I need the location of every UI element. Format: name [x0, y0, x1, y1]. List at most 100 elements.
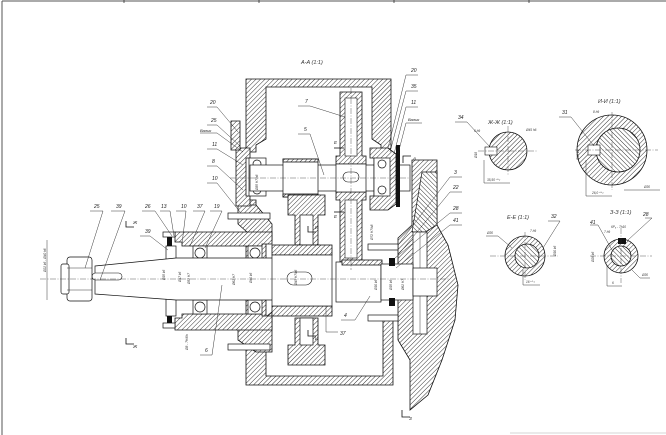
callouts-center: 7 5: [298, 99, 346, 176]
seal-left: [167, 236, 172, 246]
svg-text:25: 25: [93, 204, 100, 210]
svg-text:Ø45 k6: Ø45 k6: [576, 149, 580, 161]
svg-text:31: 31: [562, 110, 568, 116]
svg-text:Ø22 k6 - Ø40 h6: Ø22 k6 - Ø40 h6: [43, 248, 47, 273]
svg-text:Ø18: Ø18: [474, 152, 478, 159]
svg-text:5: 5: [304, 127, 307, 133]
svg-text:26,0⁺⁰·²: 26,0⁺⁰·²: [591, 191, 604, 195]
callouts-left-row: 25 39 26 13 10 37 19 39 6: [84, 204, 223, 356]
svg-text:Ж-Ж (1:1): Ж-Ж (1:1): [487, 120, 513, 126]
svg-text:Ø62 H7: Ø62 H7: [401, 279, 405, 291]
svg-text:Ø30 k6: Ø30 k6: [553, 245, 557, 257]
svg-text:22: 22: [452, 185, 459, 191]
svg-text:7 h9: 7 h9: [530, 229, 536, 233]
bolt: [227, 212, 271, 220]
svg-text:32: 32: [551, 214, 557, 220]
dimension-labels: Ø22 k6 - Ø40 h6 Ø35 k6 Ø47 k6 Ø52 H7 Ø62…: [43, 174, 405, 351]
callouts-right-mid: 3 22 28 41: [394, 170, 462, 269]
svg-text:20: 20: [209, 100, 216, 106]
view-title-a-a: A-A (1:1): [300, 60, 323, 66]
svg-text:8 h9: 8 h9: [593, 110, 599, 114]
svg-text:11: 11: [411, 100, 416, 106]
svg-text:Ø30: Ø30: [641, 273, 648, 277]
svg-text:13: 13: [161, 204, 167, 210]
svg-text:11: 11: [212, 142, 217, 148]
svg-text:34: 34: [458, 115, 464, 121]
svg-text:19: 19: [214, 204, 220, 210]
callouts-right-top: 20 35 11 Валик: [387, 68, 422, 155]
svg-text:41: 41: [453, 218, 459, 224]
svg-text:Ø47 k6: Ø47 k6: [178, 271, 182, 283]
bearing-cover-top-left: [235, 147, 251, 207]
svg-text:26: 26: [144, 204, 151, 210]
svg-text:И: И: [315, 336, 319, 341]
callouts-bottom: 4 37: [325, 295, 371, 337]
svg-text:37: 37: [197, 204, 203, 210]
svg-text:4: 4: [344, 313, 347, 319]
housing: [245, 78, 392, 155]
svg-text:Ø30: Ø30: [486, 231, 493, 235]
bearing-top-right: [373, 157, 391, 197]
bolt: [367, 314, 399, 322]
svg-text:8: 8: [212, 159, 215, 165]
svg-text:Ø28 k6: Ø28 k6: [591, 251, 595, 263]
svg-text:Ø30: Ø30: [643, 185, 650, 189]
section-view-z: З-З (1:1) 41 28 6P₉ - 7h10 7 h9 Ø30 6 Ø2…: [590, 210, 653, 287]
svg-text:35: 35: [411, 84, 417, 90]
svg-text:39: 39: [145, 229, 151, 235]
svg-text:И: И: [315, 225, 319, 230]
svg-text:10: 10: [181, 204, 187, 210]
svg-text:6: 6: [205, 348, 208, 354]
bolt: [227, 343, 271, 351]
svg-text:10: 10: [212, 176, 218, 182]
svg-text:41: 41: [590, 220, 596, 226]
svg-text:Ø35 k6: Ø35 k6: [162, 269, 166, 281]
svg-text:3: 3: [454, 170, 457, 176]
svg-text:Ø30 k6: Ø30 k6: [374, 279, 378, 291]
bearing-housing-left-bottom: [174, 313, 273, 331]
svg-text:7: 7: [305, 99, 308, 105]
svg-text:6: 6: [612, 281, 614, 285]
svg-text:28: 28: [452, 206, 459, 212]
svg-text:16⁺⁰·¹: 16⁺⁰·¹: [526, 280, 535, 284]
svg-text:39: 39: [116, 204, 122, 210]
bolt: [367, 243, 399, 251]
svg-text:Валик: Валик: [408, 117, 420, 122]
svg-text:7 h9: 7 h9: [604, 230, 610, 234]
gear-lower-hub-top: [271, 244, 333, 256]
gear-lower-hub-bottom: [271, 305, 333, 317]
svg-text:Ø72 H7/h8: Ø72 H7/h8: [370, 224, 374, 241]
svg-text:Ø62 H7: Ø62 H7: [232, 274, 236, 286]
svg-text:Ø45 h6: Ø45 h6: [525, 128, 537, 132]
svg-text:Валик: Валик: [200, 128, 212, 133]
bearing-housing-left: [174, 231, 273, 247]
svg-text:35,50⁺⁰·²: 35,50⁺⁰·²: [487, 178, 501, 182]
svg-text:Ø85 H7/h6: Ø85 H7/h6: [255, 174, 259, 191]
svg-text:А: А: [412, 156, 416, 161]
svg-text:Ж: Ж: [132, 220, 138, 225]
svg-text:З: З: [409, 416, 412, 421]
svg-text:Е-Е (1:1): Е-Е (1:1): [507, 215, 529, 221]
svg-text:Ø52 H7: Ø52 H7: [187, 273, 191, 285]
section-view-zh: Ж-Ж (1:1) 34 6 h9 Ø45 h6 35,50⁺⁰·² Ø18: [455, 115, 537, 184]
svg-text:6 h9: 6 h9: [474, 129, 480, 133]
svg-text:37: 37: [340, 331, 346, 337]
svg-text:Ø40 k6: Ø40 k6: [249, 272, 253, 284]
svg-text:Ø35 k6: Ø35 k6: [389, 279, 393, 291]
shaft-output: [335, 261, 382, 303]
svg-text:Ø8 - 7H/6h: Ø8 - 7H/6h: [185, 334, 189, 351]
svg-text:Е: Е: [334, 140, 338, 145]
svg-text:Е: Е: [334, 214, 338, 219]
svg-text:28: 28: [642, 212, 649, 218]
svg-text:Ж: Ж: [132, 344, 138, 349]
section-view-i: И-И (1:1) 31 8 h9 Ø30 26,0⁺⁰·² Ø45 k6: [559, 99, 660, 197]
svg-text:25: 25: [210, 118, 217, 124]
svg-text:З-З (1:1): З-З (1:1): [610, 210, 632, 216]
svg-text:20: 20: [410, 68, 417, 74]
cover-top-right: [396, 145, 400, 207]
svg-text:Ø45 H7/k6: Ø45 H7/k6: [294, 270, 298, 286]
section-view-e: Е-Е (1:1) 32 Ø30 7 h9 16⁺⁰·¹ Ø30 k6: [486, 214, 561, 286]
svg-text:И-И (1:1): И-И (1:1): [598, 99, 621, 105]
